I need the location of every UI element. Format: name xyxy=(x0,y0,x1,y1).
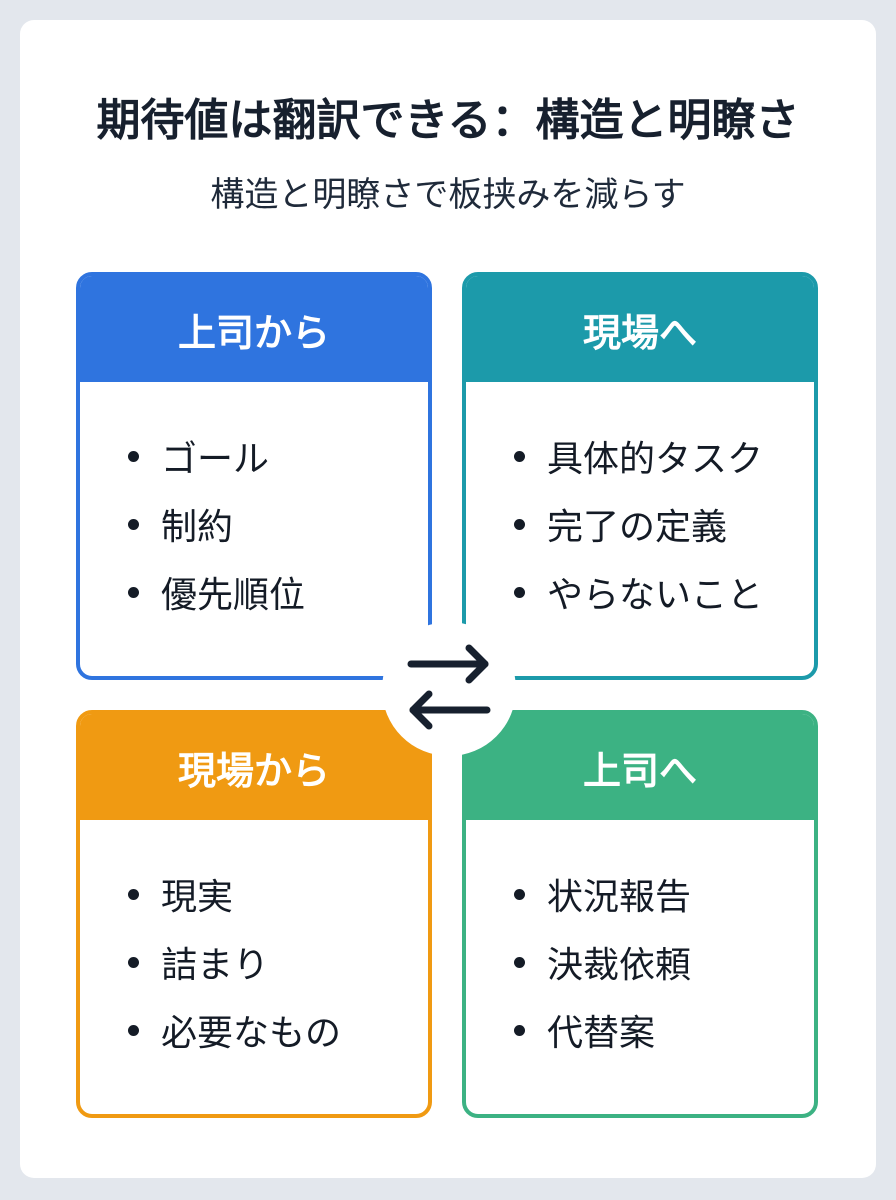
page-subtitle: 構造と明瞭さで板挟みを減らす xyxy=(210,175,686,215)
list-item-label: 完了の定義 xyxy=(547,507,728,548)
list-item: 詰まり xyxy=(128,928,428,996)
box-to-field: 現場へ 具体的タスク 完了の定義 やらないこと xyxy=(462,272,818,680)
box-list: 具体的タスク 完了の定義 やらないこと xyxy=(466,382,814,626)
bullet-icon xyxy=(128,956,139,968)
bullet-icon xyxy=(514,450,525,462)
list-item: 完了の定義 xyxy=(514,490,814,558)
list-item: ゴール xyxy=(128,422,428,490)
list-item-label: 制約 xyxy=(161,507,234,548)
box-header: 現場へ xyxy=(466,276,814,382)
box-from-field: 現場から 現実 詰まり 必要なもの xyxy=(76,710,432,1118)
box-list: 現実 詰まり 必要なもの xyxy=(80,820,428,1064)
box-header: 現場から xyxy=(80,714,428,820)
list-item: 優先順位 xyxy=(128,558,428,626)
list-item-label: 優先順位 xyxy=(161,575,306,616)
list-item-label: やらないこと xyxy=(547,575,764,616)
list-item-label: 必要なもの xyxy=(161,1013,342,1054)
list-item-label: 詰まり xyxy=(161,945,270,986)
list-item: 現実 xyxy=(128,860,428,928)
bullet-icon xyxy=(514,956,525,968)
list-item-label: 決裁依頼 xyxy=(547,945,692,986)
box-to-boss: 上司へ 状況報告 決裁依頼 代替案 xyxy=(462,710,818,1118)
list-item-label: 状況報告 xyxy=(547,877,692,918)
box-list: ゴール 制約 優先順位 xyxy=(80,382,428,626)
list-item: 必要なもの xyxy=(128,996,428,1064)
bullet-icon xyxy=(514,1024,525,1036)
bullet-icon xyxy=(128,586,139,598)
list-item: 決裁依頼 xyxy=(514,928,814,996)
box-list: 状況報告 決裁依頼 代替案 xyxy=(466,820,814,1064)
list-item: 状況報告 xyxy=(514,860,814,928)
bullet-icon xyxy=(128,518,139,530)
box-header: 上司へ xyxy=(466,714,814,820)
list-item: やらないこと xyxy=(514,558,814,626)
bullet-icon xyxy=(128,1024,139,1036)
list-item-label: 具体的タスク xyxy=(547,439,764,480)
list-item-label: ゴール xyxy=(161,439,270,480)
box-header: 上司から xyxy=(80,276,428,382)
list-item: 制約 xyxy=(128,490,428,558)
bullet-icon xyxy=(514,888,525,900)
list-item: 代替案 xyxy=(514,996,814,1064)
bullet-icon xyxy=(514,518,525,530)
list-item: 具体的タスク xyxy=(514,422,814,490)
bullet-icon xyxy=(128,450,139,462)
exchange-arrows-icon xyxy=(407,644,491,730)
bullet-icon xyxy=(514,586,525,598)
list-item-label: 代替案 xyxy=(547,1013,656,1054)
page-title: 期待値は翻訳できる：構造と明瞭さ xyxy=(96,95,800,146)
center-circle xyxy=(382,622,516,756)
bullet-icon xyxy=(128,888,139,900)
list-item-label: 現実 xyxy=(161,877,234,918)
box-from-boss: 上司から ゴール 制約 優先順位 xyxy=(76,272,432,680)
